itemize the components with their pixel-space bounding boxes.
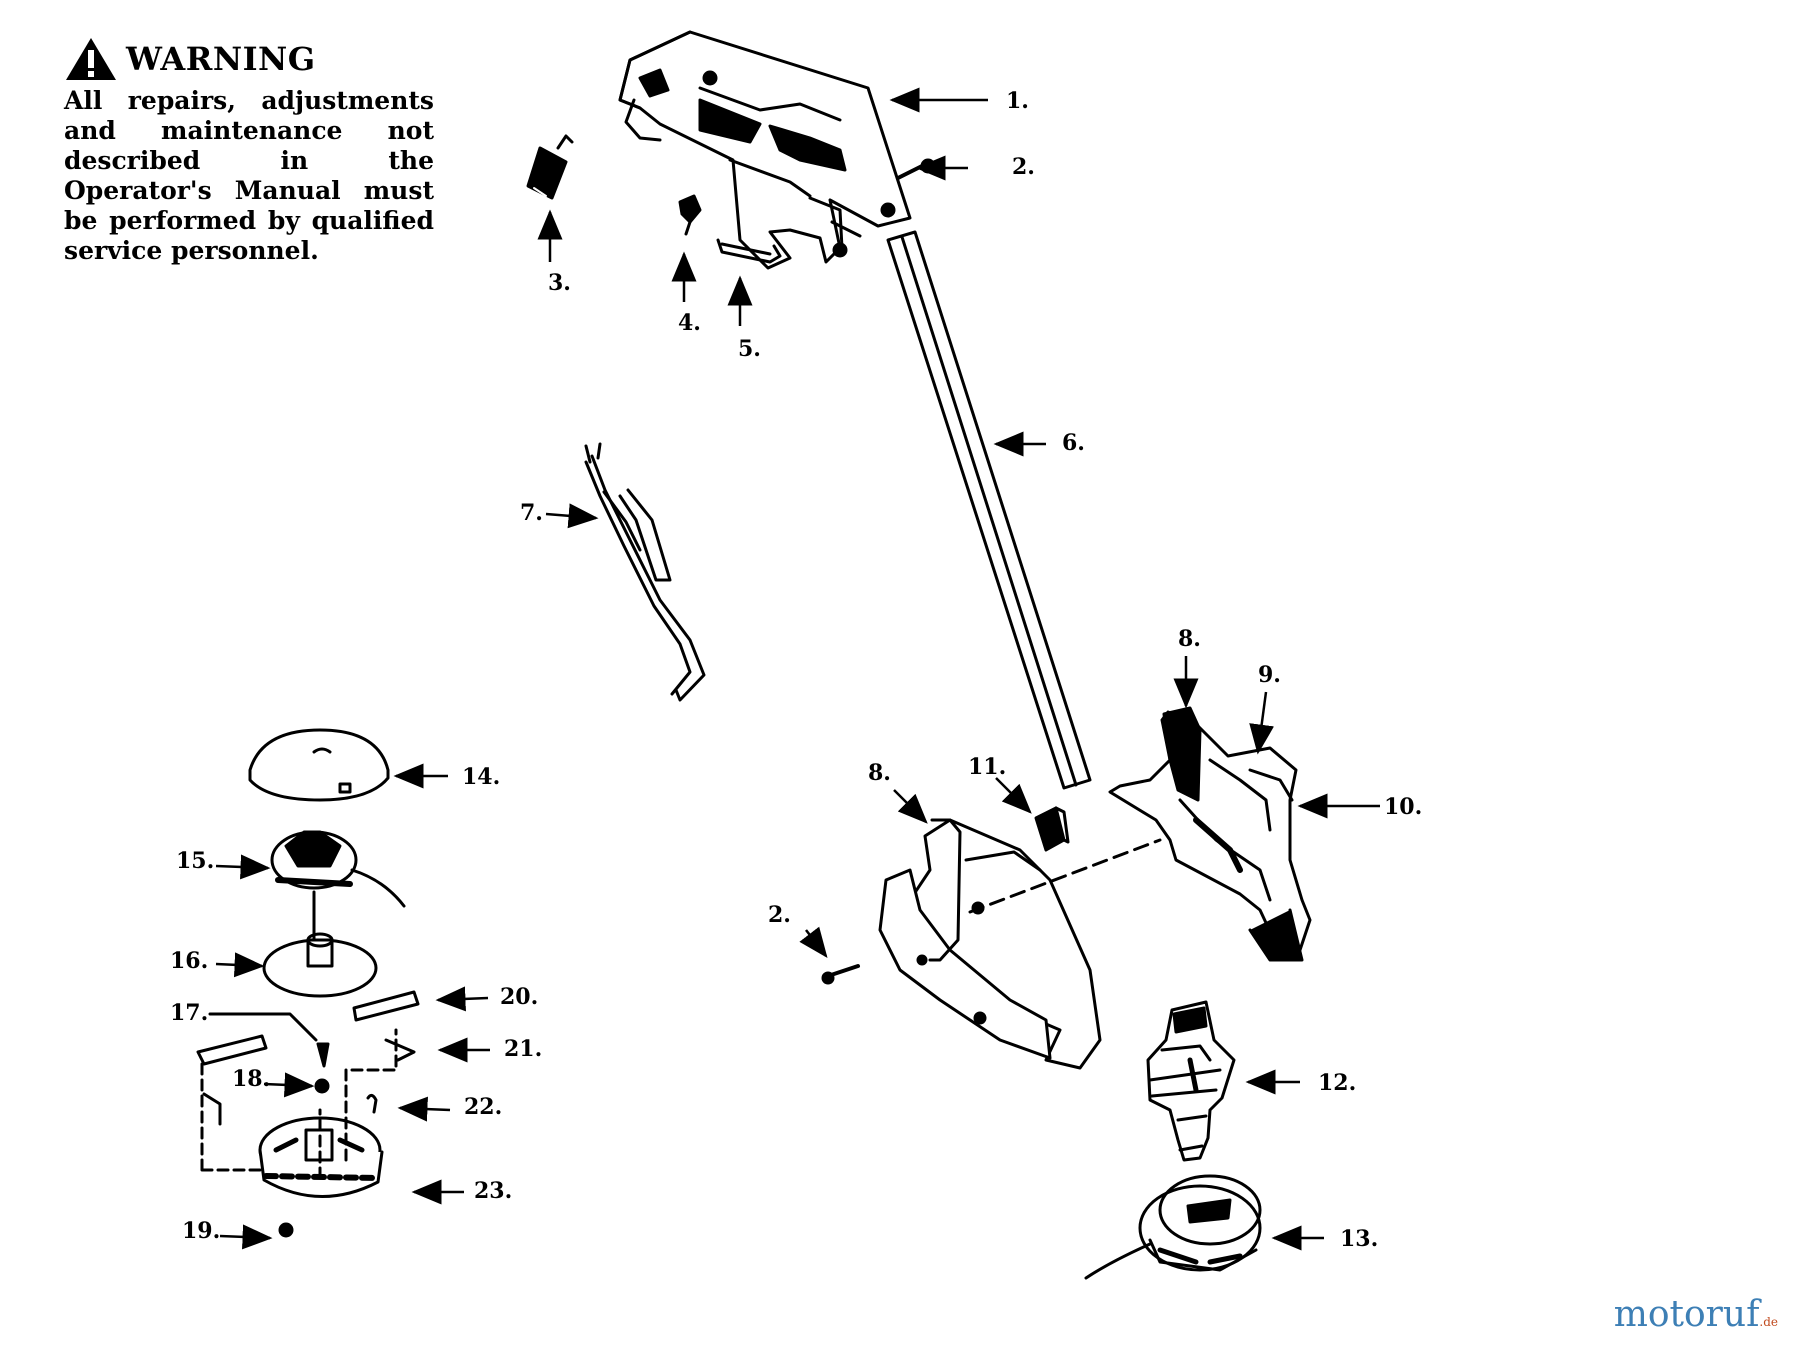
callout-2-bottom: 2.: [768, 902, 791, 928]
callout-labels: 1. 2. 3. 4. 5. 6. 7. 8. 9. 10. 11. 8. 2.…: [170, 88, 1422, 1252]
callout-6: 6.: [1062, 430, 1085, 456]
part-spacer-block: [1034, 806, 1070, 852]
callout-15: 15.: [176, 848, 214, 874]
part-trigger-link: [716, 238, 782, 264]
callout-arrows: [215, 87, 1380, 1251]
part-small-hardware: [196, 990, 420, 1238]
callout-3: 3.: [548, 270, 571, 296]
watermark-logo: motoruf.de: [1614, 1294, 1778, 1335]
part-housing-left: [878, 818, 1102, 1070]
callout-20: 20.: [500, 984, 538, 1010]
callout-16: 16.: [170, 948, 208, 974]
callout-14: 14.: [462, 764, 500, 790]
watermark-suffix: .de: [1759, 1315, 1778, 1329]
callout-8-right: 8.: [1178, 626, 1201, 652]
warning-triangle-icon: [66, 38, 116, 80]
callout-5: 5.: [738, 336, 761, 362]
callout-18: 18.: [232, 1066, 270, 1092]
part-switch-spring: [678, 194, 702, 236]
callout-12: 12.: [1318, 1070, 1356, 1096]
part-spool-cap: [248, 728, 390, 802]
warning-header: WARNING: [64, 36, 434, 82]
warning-text: All repairs, adjustments and maintenance…: [64, 86, 434, 265]
part-motor: [1146, 1000, 1236, 1162]
callout-9: 9.: [1258, 662, 1281, 688]
part-line-spool: [270, 830, 406, 946]
callout-23: 23.: [474, 1178, 512, 1204]
callout-4: 4.: [678, 310, 701, 336]
callout-1: 1.: [1006, 88, 1029, 114]
callout-8-left: 8.: [868, 760, 891, 786]
part-housing-right: [1108, 706, 1312, 962]
part-handle: [618, 30, 912, 270]
callout-21: 21.: [504, 1036, 542, 1062]
assembly-guide-line: [968, 838, 1162, 914]
watermark-name: motoruf: [1613, 1294, 1760, 1335]
callout-11: 11.: [968, 754, 1006, 780]
part-spool-hub: [262, 932, 378, 998]
callout-19: 19.: [182, 1218, 220, 1244]
part-spool-assembly: [1084, 1174, 1262, 1280]
callout-7: 7.: [520, 500, 543, 526]
part-screw-bottom: [821, 964, 860, 985]
callout-13: 13.: [1340, 1226, 1378, 1252]
callout-17: 17.: [170, 1000, 208, 1026]
callout-22: 22.: [464, 1094, 502, 1120]
callout-2-top: 2.: [1012, 154, 1035, 180]
callout-10: 10.: [1384, 794, 1422, 820]
part-switch-clip: [526, 134, 574, 200]
warning-block: WARNING All repairs, adjustments and mai…: [64, 36, 434, 266]
part-cord: [584, 442, 706, 702]
warning-title: WARNING: [126, 40, 316, 78]
part-shaft-tube: [886, 230, 1092, 790]
